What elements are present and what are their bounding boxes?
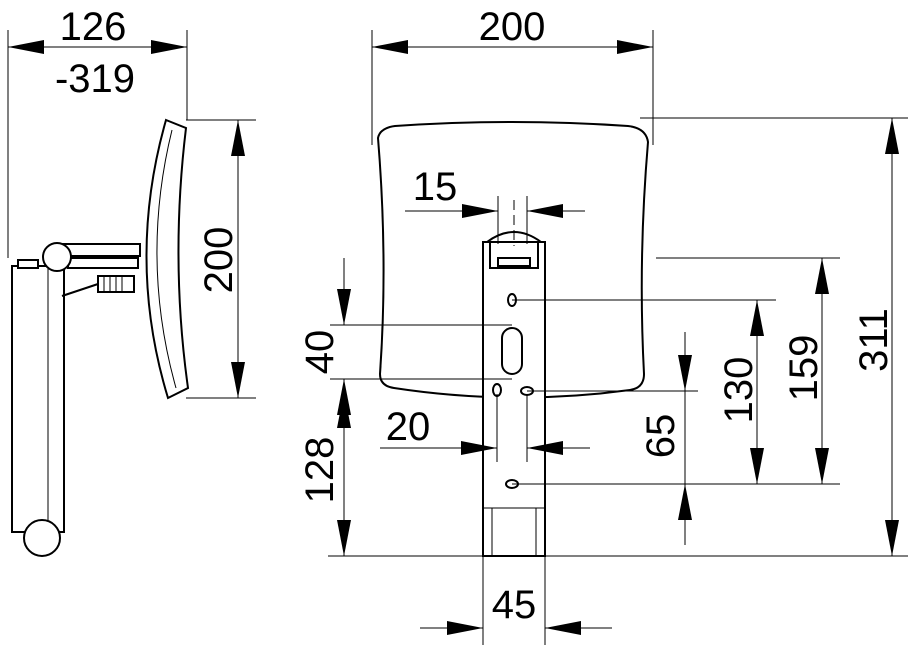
dimension-front-width: 200 (371, 5, 654, 145)
dimension-128: 128 (298, 392, 351, 556)
dim-label-130: 130 (717, 357, 761, 424)
dim-label-128: 128 (298, 437, 342, 504)
front-bracket (482, 200, 546, 557)
side-arm (42, 242, 141, 297)
dimension-311: 311 (328, 117, 908, 557)
front-view: 200 (298, 5, 908, 645)
wall-plate (11, 259, 65, 557)
dimension-15: 15 (405, 165, 585, 244)
dim-label-126: 126 (60, 5, 127, 49)
side-view: 126 -319 (7, 5, 256, 557)
dimension-40: 40 (298, 258, 512, 446)
dim-label-15: 15 (413, 165, 458, 209)
dim-label-311: 311 (852, 308, 896, 372)
dimension-45: 45 (420, 556, 612, 645)
dimension-159: 159 (656, 257, 840, 484)
dimension-20: 20 (380, 394, 590, 462)
dimension-side-height: 200 (186, 119, 256, 399)
dim-label-159: 159 (782, 335, 826, 402)
dimension-65: 65 (512, 332, 840, 545)
dimension-side-projection: 126 -319 (7, 5, 188, 258)
side-mirror-profile (145, 118, 190, 400)
dim-label-40: 40 (298, 330, 342, 375)
slot (501, 327, 523, 375)
dim-label-front-200: 200 (479, 5, 546, 49)
dimension-130: 130 (512, 299, 776, 484)
dim-label-minus-319: -319 (55, 57, 135, 101)
dim-label-side-200: 200 (197, 227, 241, 294)
dim-label-45: 45 (492, 583, 537, 627)
dim-label-65: 65 (639, 414, 683, 459)
dim-label-20: 20 (386, 405, 431, 449)
